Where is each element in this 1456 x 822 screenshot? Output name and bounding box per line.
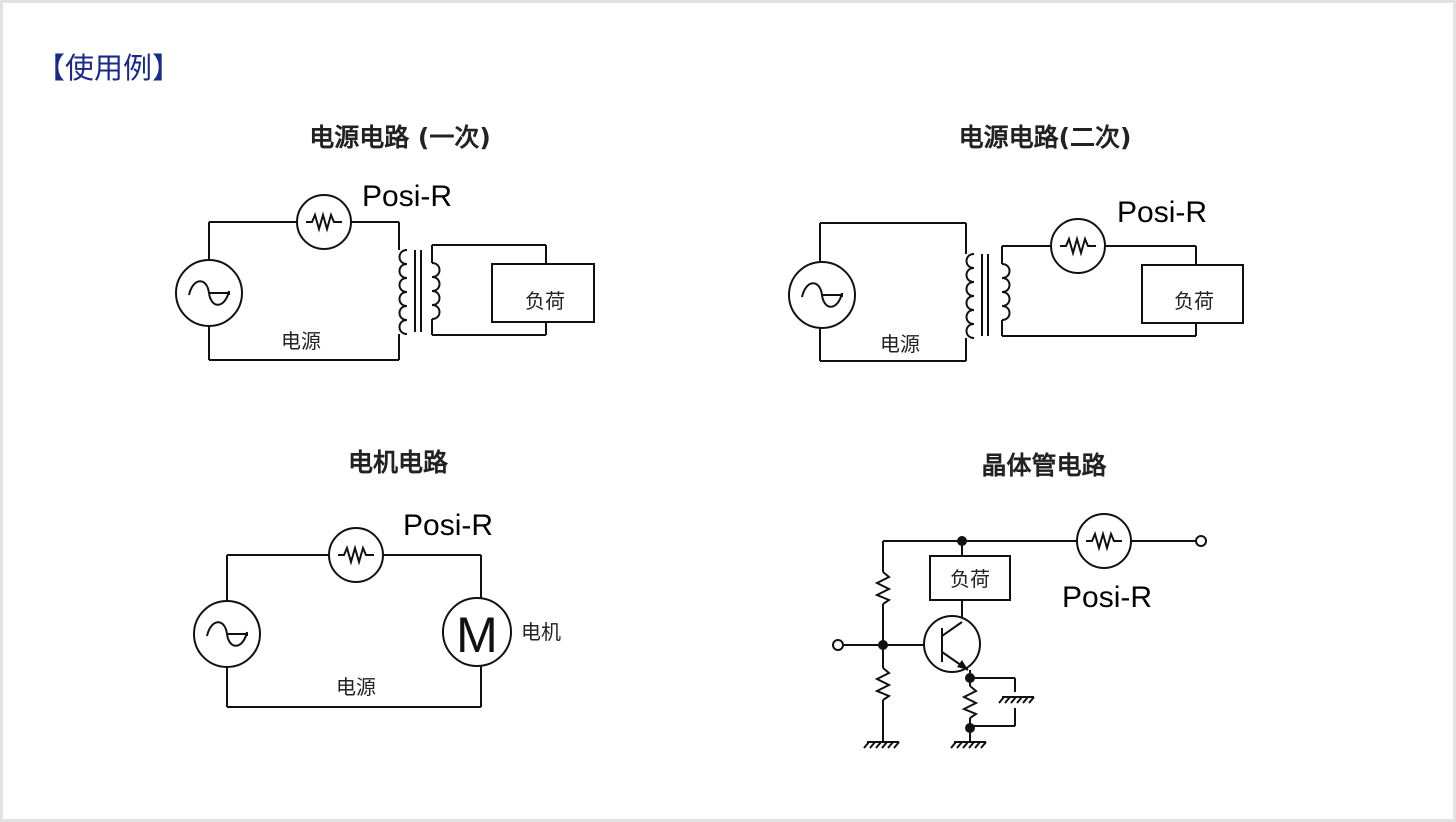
thermistor-label: Posi-R [1117, 196, 1207, 229]
transformer-secondary-coil-icon [1001, 263, 1011, 321]
output-terminal [1195, 535, 1207, 547]
circuit-transistor-title: 晶体管电路 [981, 451, 1107, 480]
motor-label: 电机 [521, 620, 561, 644]
source-label: 电源 [336, 675, 376, 699]
motor-symbol: M [456, 607, 498, 663]
load-label: 负荷 [1174, 289, 1214, 313]
ground-icon [998, 696, 1035, 704]
circuit-secondary-title: 电源电路(二次) [959, 123, 1132, 152]
circuit-primary-title: 电源电路 (一次) [309, 123, 491, 152]
ground-icon [950, 741, 987, 749]
load-label: 负荷 [525, 289, 565, 313]
bias-resistor-lower [874, 667, 892, 701]
circuit-primary: 电源电路 (一次) Posi-R 电源 负荷 [175, 123, 595, 361]
circuit-motor-title: 电机电路 [348, 448, 449, 477]
load-label: 负荷 [950, 567, 990, 591]
load-box [929, 555, 1011, 601]
bias-resistor-upper [874, 571, 892, 605]
ptc-thermistor-icon [296, 194, 352, 250]
ac-source-icon [193, 600, 261, 668]
page-frame [3, 3, 1453, 819]
source-label: 电源 [880, 332, 920, 356]
input-terminal [832, 639, 844, 651]
motor-icon [442, 597, 512, 667]
ground-icon [863, 741, 900, 749]
ptc-thermistor-icon [1076, 513, 1132, 569]
thermistor-label: Posi-R [1062, 581, 1152, 614]
source-label: 电源 [281, 329, 321, 353]
transformer-primary-coil-icon [398, 249, 408, 335]
transformer-secondary-coil-icon [431, 262, 441, 320]
load-box [1141, 264, 1244, 324]
ptc-thermistor-icon [1050, 218, 1106, 274]
circuit-transistor: 晶体管电路 Posi-R 负荷 [832, 451, 1207, 749]
section-heading: 【使用例】 [36, 51, 182, 85]
ac-source-icon [788, 261, 856, 329]
thermistor-label: Posi-R [403, 509, 493, 542]
transistor-icon [923, 615, 981, 673]
ptc-thermistor-icon [328, 527, 384, 583]
thermistor-label: Posi-R [362, 180, 452, 213]
emitter-resistor [961, 685, 979, 719]
circuit-secondary: 电源电路(二次) 电源 Posi-R 负荷 [788, 123, 1244, 362]
load-box [491, 263, 595, 323]
transformer-primary-coil-icon [965, 253, 975, 339]
ac-source-icon [175, 259, 243, 327]
circuit-motor: 电机电路 Posi-R M 电机 电源 [193, 448, 561, 708]
